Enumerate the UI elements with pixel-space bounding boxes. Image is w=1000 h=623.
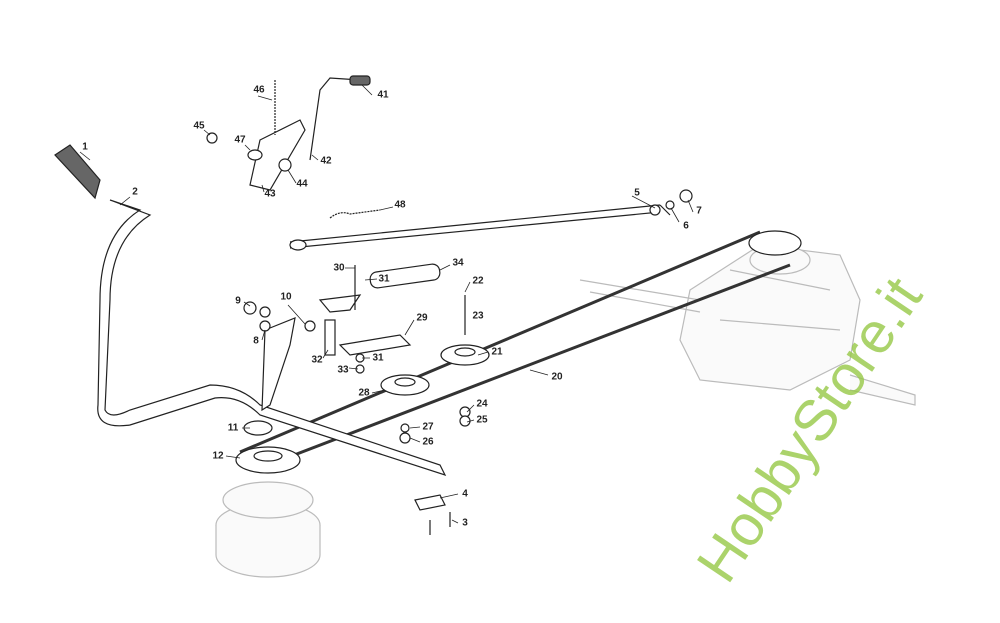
callout-1: 1	[82, 141, 88, 153]
callout-10: 10	[280, 291, 292, 303]
callout-3: 3	[462, 517, 468, 529]
callout-4: 4	[462, 488, 468, 500]
callout-6: 6	[683, 220, 689, 232]
callout-20: 20	[551, 371, 563, 383]
callout-45: 45	[193, 120, 205, 132]
callout-26: 26	[422, 436, 434, 448]
callout-43: 43	[264, 188, 276, 200]
callout-22: 22	[472, 275, 484, 287]
callout-2: 2	[132, 186, 138, 198]
callout-11: 11	[227, 422, 239, 434]
callout-46: 46	[253, 84, 265, 96]
electric-clutch	[215, 481, 321, 578]
callout-29: 29	[416, 312, 428, 324]
callout-41: 41	[377, 89, 389, 101]
callout-32: 32	[311, 354, 323, 366]
pulleys	[235, 230, 802, 474]
pedal-pad	[54, 144, 101, 200]
pedal-lever	[97, 199, 447, 477]
transmission	[579, 244, 916, 406]
callout-5: 5	[634, 187, 640, 199]
callout-42: 42	[320, 155, 332, 167]
callout-48: 48	[394, 199, 406, 211]
control-rod	[289, 204, 671, 249]
bracket-10	[261, 317, 296, 412]
callout-8: 8	[253, 335, 259, 347]
callout-31-lower: 31	[372, 352, 384, 364]
callout-27: 27	[422, 421, 434, 433]
callout-24: 24	[476, 398, 488, 410]
rod-41	[309, 77, 361, 161]
callout-47: 47	[234, 134, 246, 146]
callout-21: 21	[491, 346, 503, 358]
callout-12: 12	[212, 450, 224, 462]
callout-44: 44	[296, 178, 308, 190]
callout-31: 31	[378, 273, 390, 285]
callout-7: 7	[696, 205, 702, 217]
callout-34: 34	[452, 257, 464, 269]
callout-30: 30	[333, 262, 345, 274]
callout-25: 25	[476, 414, 488, 426]
callout-23: 23	[472, 310, 484, 322]
callout-28: 28	[358, 387, 370, 399]
leader-lines	[79, 84, 694, 524]
plate-43	[249, 119, 306, 191]
callout-33: 33	[337, 364, 349, 376]
callout-9: 9	[235, 295, 241, 307]
spring-48	[329, 209, 381, 219]
